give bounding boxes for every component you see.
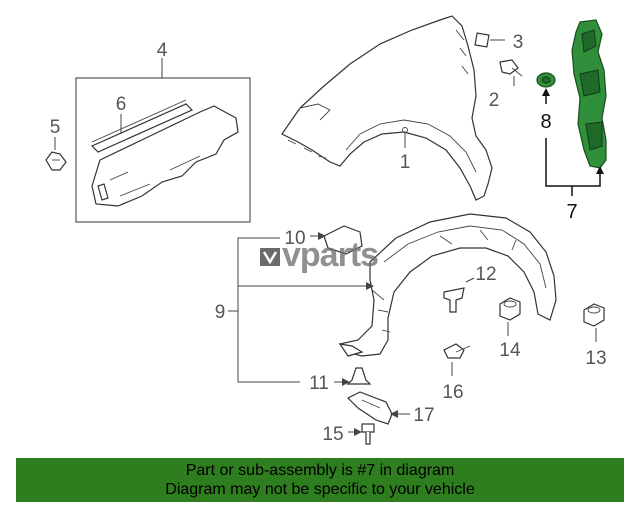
callout-16: 16 xyxy=(442,382,463,403)
callout-15: 15 xyxy=(322,424,343,445)
callout-2: 2 xyxy=(489,90,500,111)
callout-13: 13 xyxy=(585,348,606,369)
banner-line-disclaimer: Diagram may not be specific to your vehi… xyxy=(165,481,475,498)
part-9-leader xyxy=(228,237,374,383)
part-3-pad xyxy=(474,32,505,48)
sub-assembly-box xyxy=(75,58,251,223)
part-13-nut xyxy=(583,303,605,342)
parts-diagram: vparts 1 2 3 4 5 6 7 8 9 10 11 12 13 14 … xyxy=(45,15,607,445)
callout-7: 7 xyxy=(566,201,577,223)
callout-17: 17 xyxy=(413,405,434,426)
banner-line-part: Part or sub-assembly is #7 in diagram xyxy=(185,462,455,479)
callout-9: 9 xyxy=(215,302,226,323)
callout-11: 11 xyxy=(309,373,329,394)
part-14-nut xyxy=(499,297,521,336)
part-7-leader xyxy=(545,138,604,196)
callout-4: 4 xyxy=(157,40,168,61)
callout-1: 1 xyxy=(400,152,411,173)
part-17-bracket xyxy=(346,391,410,425)
part-12-clip xyxy=(443,277,475,313)
part-16-bolt xyxy=(443,343,471,376)
fender-panel xyxy=(281,15,493,201)
info-banner: Part or sub-assembly is #7 in diagram Di… xyxy=(16,458,624,502)
callout-3: 3 xyxy=(513,32,524,53)
part-15-bolt xyxy=(348,423,375,445)
part-7-bracket-highlighted xyxy=(571,19,607,169)
part-11-clip xyxy=(334,367,372,386)
callout-8: 8 xyxy=(540,111,551,133)
callout-6: 6 xyxy=(116,94,127,115)
callout-5: 5 xyxy=(50,117,61,138)
callout-14: 14 xyxy=(499,340,521,361)
part-5-clip xyxy=(45,137,67,171)
part-10-bracket xyxy=(310,225,363,255)
part-8-grommet xyxy=(536,72,556,104)
part-2-bolt xyxy=(499,59,523,86)
callout-12: 12 xyxy=(475,264,496,285)
watermark-text: vparts xyxy=(282,236,378,274)
fender-liner xyxy=(338,213,557,357)
vparts-watermark-logo: vparts xyxy=(260,236,379,274)
callout-10: 10 xyxy=(284,228,305,249)
